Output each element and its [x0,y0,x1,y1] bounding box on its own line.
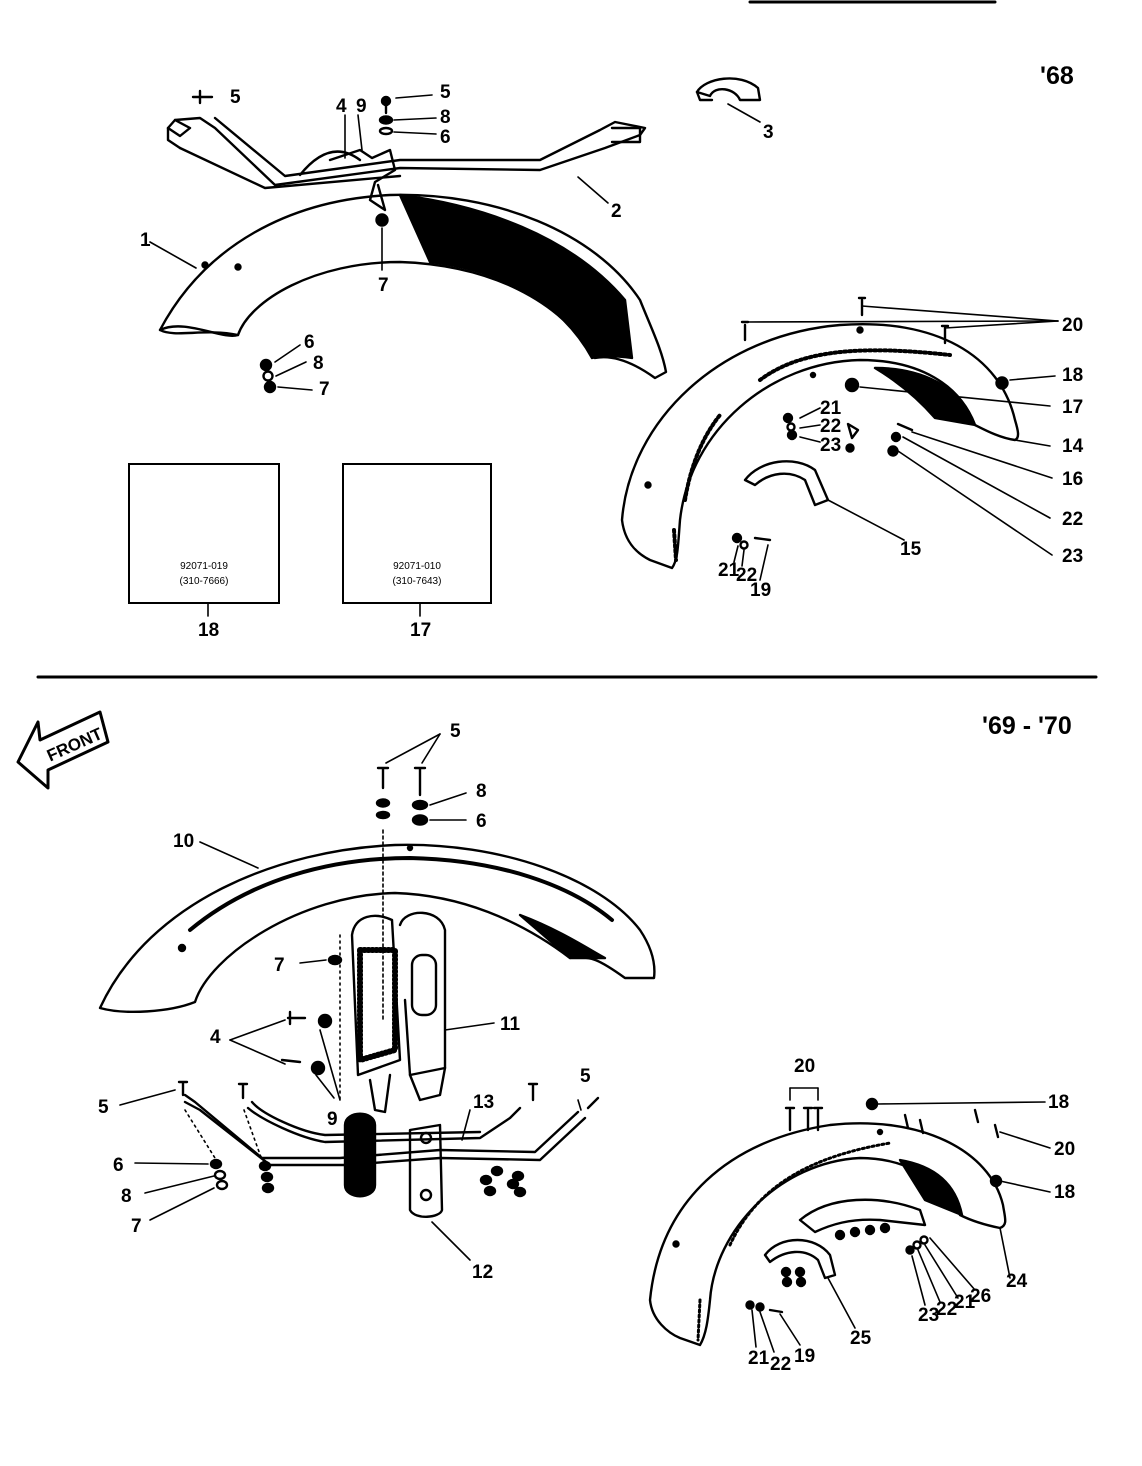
callout-8-lower: 8 [313,353,324,374]
callout-22-bottom: 22 [736,565,758,586]
callout-23-right: 23 [1062,546,1084,567]
rear-fender-69 [648,1097,1007,1347]
callout-9: 9 [327,1109,338,1130]
front-arrow [16,710,110,790]
callout-13: 13 [473,1092,495,1113]
callout-15: 15 [900,539,922,560]
callout-23: 23 [918,1305,940,1326]
year-label-68: '68 [1040,62,1074,90]
front-fender-68 [158,89,668,394]
callout-8-left: 8 [121,1186,132,1207]
callout-12: 12 [472,1262,494,1283]
callout-8-top: 8 [440,107,451,128]
callout-7-top: 7 [378,275,389,296]
callout-10: 10 [173,831,195,852]
callout-18-top: 18 [1048,1092,1070,1113]
clamp-68 [695,77,762,102]
callout-7-left: 7 [131,1216,142,1237]
front-fender-69 [98,766,656,1218]
grommet-17-alt-number: (310-7643) [392,576,442,587]
callout-11: 11 [500,1014,521,1035]
grommet-18-callout: 18 [198,620,220,641]
callout-2: 2 [611,201,622,222]
callout-21-bottom: 21 [748,1348,770,1369]
callout-20-top: 20 [794,1056,816,1077]
callout-22: 22 [936,1299,958,1320]
callout-6-top: 6 [440,127,451,148]
callout-24: 24 [1006,1271,1028,1292]
grommet-17-callout: 17 [410,620,432,641]
callout-25: 25 [850,1328,872,1349]
grommet-18-alt-number: (310-7666) [179,576,229,587]
callout-18-right: 18 [1054,1182,1076,1203]
grommet-detail-17: 92071-010 (310-7643) [342,463,492,604]
callout-21-bottom: 21 [718,560,740,581]
callout-6-left: 6 [113,1155,124,1176]
callout-19: 19 [794,1346,816,1367]
callout-9: 9 [356,96,367,117]
callout-17-top: 17 [1062,397,1084,418]
callout-21-top: 21 [820,398,842,419]
callout-21: 21 [954,1292,976,1313]
callout-7-nut: 7 [274,955,285,976]
callout-16: 16 [1062,469,1084,490]
grommet-18-part-number: 92071-019 [180,561,228,572]
callout-5-screw-left: 5 [230,87,241,108]
callout-22-bottom: 22 [770,1354,792,1375]
callout-4: 4 [210,1027,221,1048]
grommet-17-part-number: 92071-010 [393,561,441,572]
callout-23-top: 23 [820,435,842,456]
callout-19: 19 [750,580,772,601]
callout-5-top-bolts: 5 [450,721,461,742]
callout-7-lower: 7 [319,379,330,400]
callout-4: 4 [336,96,347,117]
callout-6-lower: 6 [304,332,315,353]
callout-3: 3 [763,122,774,143]
callout-26: 26 [970,1286,992,1307]
grommet-detail-18: 92071-019 (310-7666) [128,463,280,604]
callout-8-washer: 8 [476,781,487,802]
callout-6-washer: 6 [476,811,487,832]
callout-22-top: 22 [820,416,842,437]
callout-5-right: 5 [580,1066,591,1087]
callout-22-right: 22 [1062,509,1084,530]
callout-5-left: 5 [98,1097,109,1118]
year-label-69-70: '69 - '70 [982,712,1072,740]
callout-18-top: 18 [1062,365,1084,386]
callout-14: 14 [1062,436,1084,457]
callout-20-top: 20 [1062,315,1084,336]
callout-1: 1 [140,230,151,251]
callout-20-right: 20 [1054,1139,1076,1160]
callout-5-screw-right: 5 [440,82,451,103]
